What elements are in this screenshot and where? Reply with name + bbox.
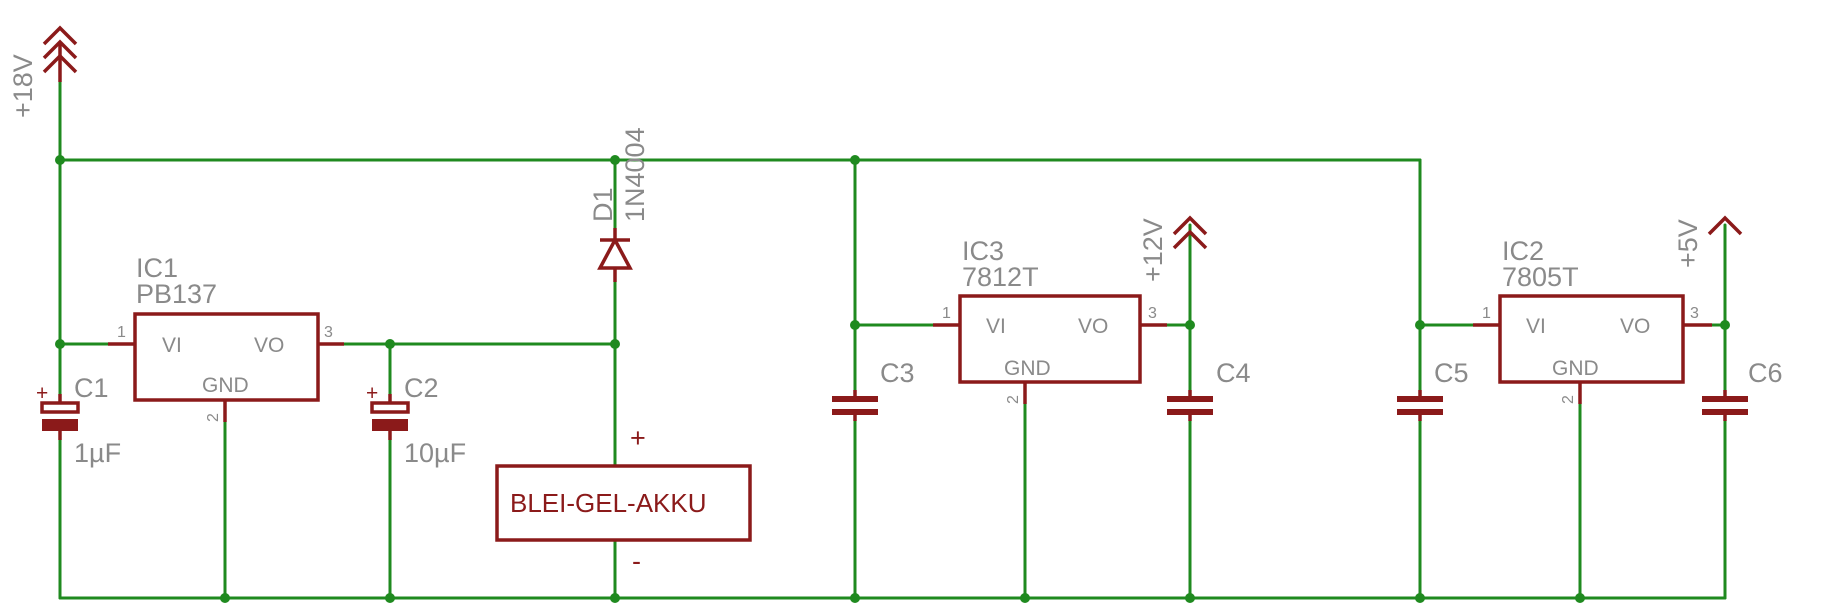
c2-value: 10µF	[404, 438, 466, 468]
junction-dot	[55, 339, 65, 349]
d1-value: 1N4004	[620, 127, 650, 222]
ic1-vi-label: VI	[162, 334, 182, 357]
junction-dot	[1575, 593, 1585, 603]
supply-18v: +18V	[8, 25, 78, 118]
ic2-name: IC2	[1502, 236, 1544, 266]
ic1-regulator: IC1 PB137 VI VO GND 1 3 2	[108, 253, 344, 422]
ic2-regulator: IC2 7805T VI VO GND 1 3 2	[1473, 236, 1712, 404]
c5-name: C5	[1434, 358, 1469, 388]
ic3-name: IC3	[962, 236, 1004, 266]
capacitor-c4: C4	[1167, 358, 1251, 421]
junctions	[55, 155, 1730, 603]
junction-dot	[1185, 320, 1195, 330]
ic2-pin2-number: 2	[1560, 395, 1577, 404]
ic2-vi-label: VI	[1526, 315, 1546, 338]
junction-dot	[610, 339, 620, 349]
supply-arrow-icon	[1172, 215, 1208, 236]
junction-dot	[850, 593, 860, 603]
ic2-pin1-number: 1	[1482, 305, 1491, 322]
capacitor-c2: + C2 10µF	[366, 373, 466, 468]
ic3-regulator: IC3 7812T VI VO GND 1 3 2	[933, 236, 1167, 404]
supply-arrow-icon	[1172, 229, 1208, 250]
ic1-pin3-number: 3	[324, 324, 333, 341]
junction-dot	[1415, 320, 1425, 330]
junction-dot	[385, 593, 395, 603]
junction-dot	[850, 155, 860, 165]
ic1-pin1-number: 1	[117, 324, 126, 341]
ic1-value: PB137	[136, 279, 217, 309]
supply-5v: +5V	[1673, 215, 1743, 268]
ic3-pin1-number: 1	[942, 305, 951, 322]
junction-dot	[610, 593, 620, 603]
ic3-pin2-number: 2	[1005, 395, 1022, 404]
ic1-gnd-label: GND	[202, 374, 249, 397]
c1-polarity-mark: +	[36, 382, 48, 405]
c1-positive-plate	[40, 401, 80, 414]
ic2-vo-label: VO	[1620, 315, 1650, 338]
supply-arrow-icon	[42, 25, 78, 46]
junction-dot	[610, 155, 620, 165]
c4-name: C4	[1216, 358, 1251, 388]
ic3-gnd-label: GND	[1004, 357, 1051, 380]
c1-name: C1	[74, 373, 109, 403]
junction-dot	[1185, 593, 1195, 603]
junction-dot	[55, 155, 65, 165]
wires	[58, 78, 1727, 600]
ic3-pin3-number: 3	[1148, 305, 1157, 322]
battery-minus-terminal: -	[632, 546, 641, 576]
c2-polarity-mark: +	[366, 382, 378, 405]
c1-negative-plate	[42, 419, 78, 431]
ic2-gnd-label: GND	[1552, 357, 1599, 380]
d1-anode-triangle	[597, 236, 633, 270]
c2-negative-plate	[372, 419, 408, 431]
supply-12v-label: +12V	[1138, 218, 1168, 282]
capacitor-c1: + C1 1µF	[36, 373, 121, 468]
capacitor-c5: C5	[1397, 358, 1469, 421]
c3-name: C3	[880, 358, 915, 388]
ic2-value: 7805T	[1502, 262, 1579, 292]
ic2-pin3-number: 3	[1690, 305, 1699, 322]
diode-d1: D1 1N4004	[588, 127, 650, 282]
ic1-name: IC1	[136, 253, 178, 283]
junction-dot	[850, 320, 860, 330]
ic3-vi-label: VI	[986, 315, 1006, 338]
junction-dot	[1720, 320, 1730, 330]
d1-name: D1	[588, 187, 618, 222]
c1-value: 1µF	[74, 438, 121, 468]
supply-arrow-icon	[1707, 215, 1743, 236]
ic3-vo-label: VO	[1078, 315, 1108, 338]
capacitor-c3: C3	[832, 358, 915, 421]
supply-18v-label: +18V	[8, 54, 38, 118]
c2-positive-plate	[370, 401, 410, 414]
battery-blei-gel-akku: BLEI-GEL-AKKU + -	[495, 423, 752, 576]
ic3-body	[958, 294, 1142, 384]
ic1-pin2-number: 2	[205, 413, 222, 422]
junction-dot	[385, 339, 395, 349]
ic3-value: 7812T	[962, 262, 1039, 292]
c2-name: C2	[404, 373, 439, 403]
battery-plus-terminal: +	[630, 423, 646, 453]
junction-dot	[1415, 593, 1425, 603]
battery-body	[495, 464, 752, 542]
ic1-body	[133, 312, 320, 402]
supply-12v: +12V	[1138, 215, 1208, 282]
junction-dot	[1020, 593, 1030, 603]
ic1-vo-label: VO	[254, 334, 284, 357]
battery-label: BLEI-GEL-AKKU	[510, 488, 707, 518]
c6-name: C6	[1748, 358, 1783, 388]
ic2-body	[1498, 294, 1685, 384]
capacitor-c6: C6	[1702, 358, 1783, 421]
junction-dot	[220, 593, 230, 603]
supply-5v-label: +5V	[1673, 219, 1703, 268]
